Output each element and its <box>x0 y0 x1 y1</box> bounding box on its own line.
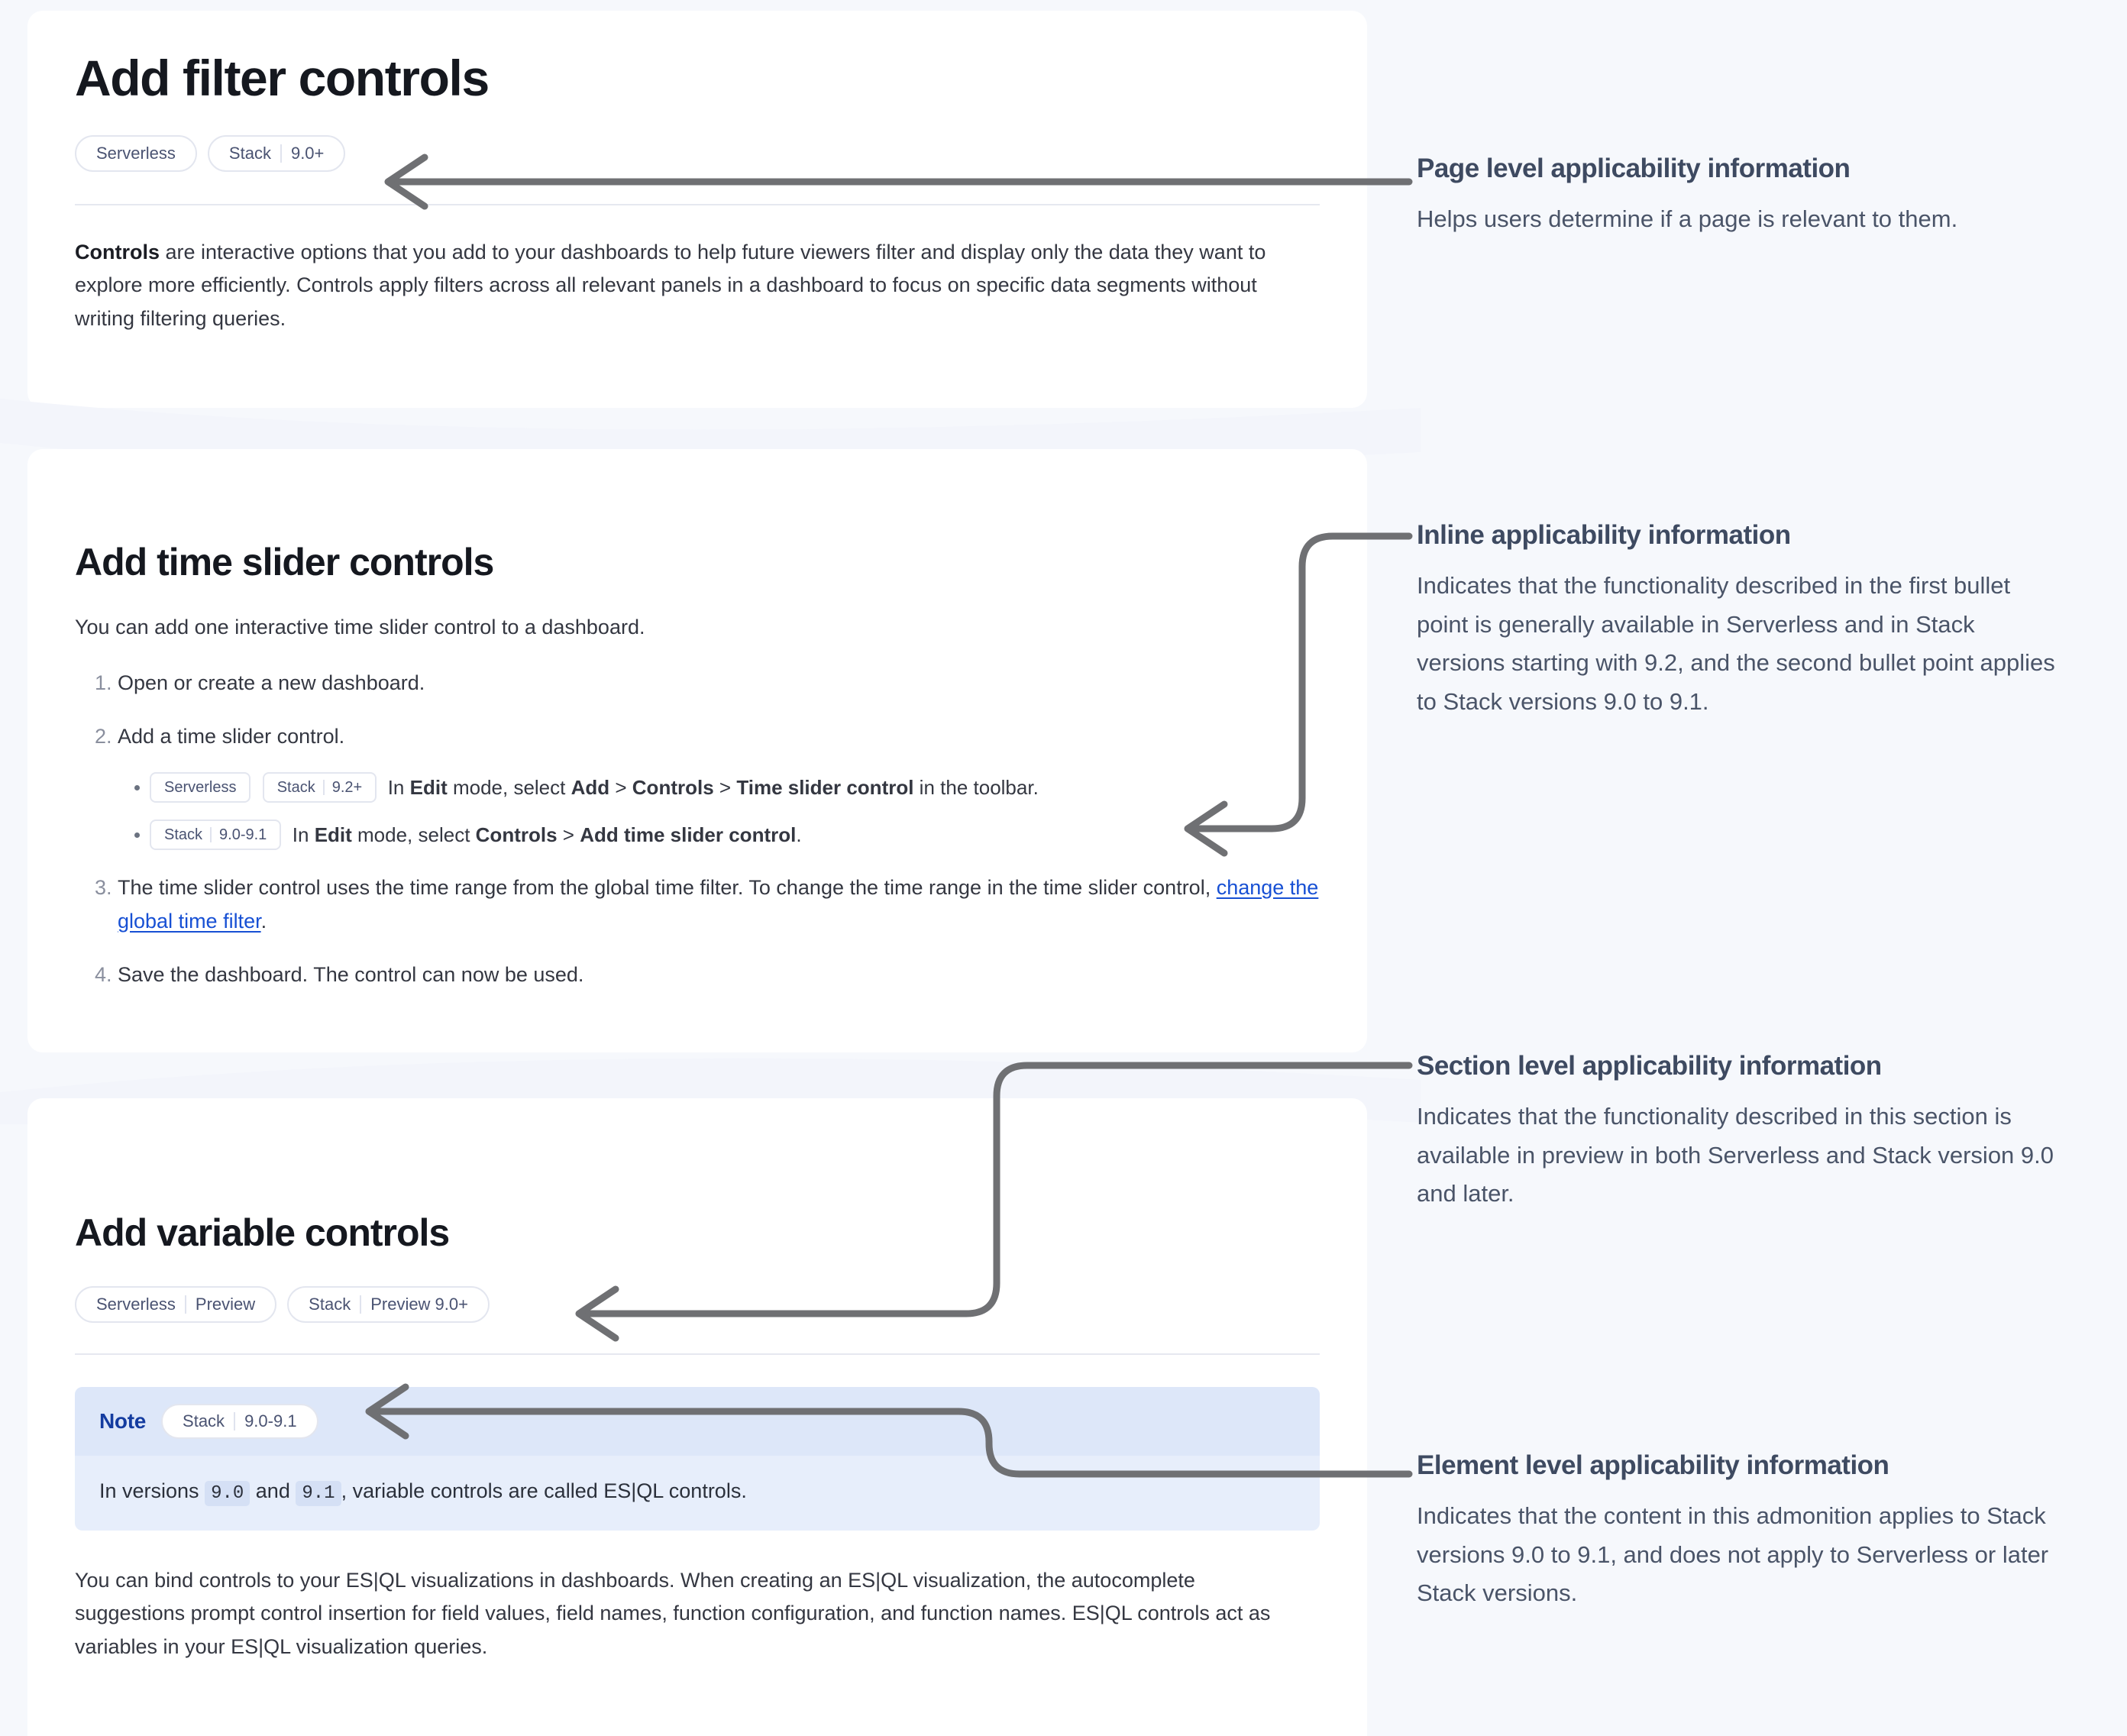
bullet-bold: Time slider control <box>736 775 914 799</box>
intro-rest: are interactive options that you add to … <box>75 240 1266 331</box>
bullet-text: In Edit mode, select Controls > Add time… <box>287 823 802 846</box>
bullet-suffix: in the toolbar. <box>913 775 1039 799</box>
bullet-prefix: In <box>387 775 410 799</box>
list-item: Add a time slider control. Serverless St… <box>118 720 1320 852</box>
page-intro-paragraph: Controls are interactive options that yo… <box>75 236 1320 336</box>
bullet-sep: > <box>609 775 632 799</box>
step-text: The time slider control uses the time ra… <box>118 876 1217 900</box>
global-time-filter-link[interactable]: change the global time filter <box>118 876 1319 933</box>
time-slider-steps: Open or create a new dashboard. Add a ti… <box>75 667 1320 991</box>
badge-segment: Serverless <box>96 143 176 163</box>
bullet-bold: Add <box>571 775 610 799</box>
annotation-inline: Inline applicability information Indicat… <box>1417 519 2058 721</box>
badge-stack-preview-version[interactable]: Stack Preview 9.0+ <box>287 1285 490 1323</box>
badge-segment: 9.0-9.1 <box>219 826 267 844</box>
annotation-body: Indicates that the functionality describ… <box>1417 1103 2054 1207</box>
note-admonition: Note Stack 9.0-9.1 In versions 9.0 and 9… <box>75 1386 1320 1531</box>
page-header-card: Add filter controls Serverless Stack 9.0… <box>27 11 1367 408</box>
variable-controls-paragraph: You can bind controls to your ES|QL visu… <box>75 1568 1271 1658</box>
badge-stack-version-inline[interactable]: Stack 9.2+ <box>262 771 377 803</box>
badge-stack-version[interactable]: Stack 9.0+ <box>207 134 346 172</box>
bullet-bold: Controls <box>632 775 714 799</box>
badge-stack-version-note[interactable]: Stack 9.0-9.1 <box>161 1403 318 1439</box>
annotation-title: Element level applicability information <box>1417 1450 1889 1480</box>
badge-segment: Serverless <box>96 1294 176 1314</box>
badge-segment: Stack <box>276 778 315 796</box>
note-body: In versions 9.0 and 9.1, variable contro… <box>75 1456 1320 1531</box>
annotation-page-level: Page level applicability information Hel… <box>1417 153 2058 239</box>
annotation-title: Section level applicability information <box>1417 1051 1882 1081</box>
time-slider-sub-bullets: Serverless Stack 9.2+ In Edit mode, sele… <box>118 769 1320 852</box>
badge-serverless[interactable]: Serverless <box>75 134 197 172</box>
bullet-mid: mode, select <box>447 775 571 799</box>
badge-segment: Stack <box>309 1294 351 1314</box>
badge-segment: Serverless <box>164 778 237 796</box>
bullet-prefix: In <box>292 823 315 846</box>
step-text-after: . <box>260 909 267 933</box>
section-applicability-badges: Serverless Preview Stack Preview 9.0+ <box>75 1285 1320 1323</box>
bullet-bold: Add time slider control <box>580 823 797 846</box>
section-heading-variable-controls: Add variable controls <box>75 1211 450 1254</box>
bullet-bold: Edit <box>314 823 352 846</box>
annotation-title: Page level applicability information <box>1417 154 1851 183</box>
badge-separator <box>360 1295 362 1314</box>
bullet-bold: Controls <box>475 823 558 846</box>
divider <box>75 1353 1320 1355</box>
badge-separator <box>234 1411 236 1431</box>
step-text: Save the dashboard. The control can now … <box>118 962 584 986</box>
page-applicability-badges: Serverless Stack 9.0+ <box>75 134 1320 172</box>
badge-segment: Stack <box>164 826 203 844</box>
note-header: Note Stack 9.0-9.1 <box>75 1386 1320 1456</box>
note-text: and <box>250 1479 296 1502</box>
badge-serverless-preview[interactable]: Serverless Preview <box>75 1285 277 1323</box>
badge-segment: Stack <box>228 143 271 163</box>
note-title: Note <box>99 1408 147 1433</box>
list-item: Open or create a new dashboard. <box>118 667 1320 700</box>
bullet-text: In Edit mode, select Add > Controls > Ti… <box>382 775 1039 799</box>
page-title: Add filter controls <box>75 50 490 106</box>
badge-separator <box>210 827 212 843</box>
badge-segment: 9.2+ <box>331 778 363 796</box>
bullet-mid: mode, select <box>351 823 476 846</box>
badge-segment: Stack <box>183 1411 225 1431</box>
note-text: In versions <box>99 1479 205 1502</box>
annotation-section-level: Section level applicability information … <box>1417 1050 2058 1214</box>
badge-separator <box>322 779 325 795</box>
bullet-sep: > <box>713 775 737 799</box>
annotation-body: Helps users determine if a page is relev… <box>1417 205 1958 232</box>
inline-code-version: 9.1 <box>296 1480 341 1506</box>
badge-segment: 9.0+ <box>290 143 325 163</box>
bullet-sep: > <box>557 823 580 846</box>
section-intro-time-slider: You can add one interactive time slider … <box>75 615 645 638</box>
list-item: The time slider control uses the time ra… <box>118 871 1320 938</box>
bullet-bold: Edit <box>409 775 448 799</box>
divider <box>75 203 1320 205</box>
badge-serverless-inline[interactable]: Serverless <box>150 771 251 803</box>
list-item: Save the dashboard. The control can now … <box>118 959 1320 992</box>
badge-segment: Preview 9.0+ <box>370 1294 468 1314</box>
inline-code-version: 9.0 <box>205 1480 251 1506</box>
section-heading-time-slider: Add time slider controls <box>75 541 494 584</box>
time-slider-section-card: Add time slider controls You can add one… <box>27 449 1367 1052</box>
badge-segment: 9.0-9.1 <box>244 1411 297 1431</box>
step-text: Open or create a new dashboard. <box>118 671 425 695</box>
annotation-title: Inline applicability information <box>1417 520 1791 550</box>
step-text: Add a time slider control. <box>118 724 345 748</box>
note-text: , variable controls are called ES|QL con… <box>341 1479 747 1502</box>
badge-separator <box>184 1295 186 1314</box>
bullet-suffix: . <box>796 823 802 846</box>
list-item: Stack 9.0-9.1 In Edit mode, select Contr… <box>150 816 1320 852</box>
annotation-body: Indicates that the content in this admon… <box>1417 1502 2049 1607</box>
badge-stack-version-inline[interactable]: Stack 9.0-9.1 <box>150 820 282 851</box>
badge-separator <box>280 144 282 163</box>
annotation-element-level: Element level applicability information … <box>1417 1450 2058 1613</box>
list-item: Serverless Stack 9.2+ In Edit mode, sele… <box>150 769 1320 804</box>
annotation-body: Indicates that the functionality describ… <box>1417 572 2055 715</box>
variable-controls-section-card: Add variable controls Serverless Preview… <box>27 1098 1367 1736</box>
intro-lead: Controls <box>75 240 160 263</box>
badge-segment: Preview <box>195 1294 256 1314</box>
